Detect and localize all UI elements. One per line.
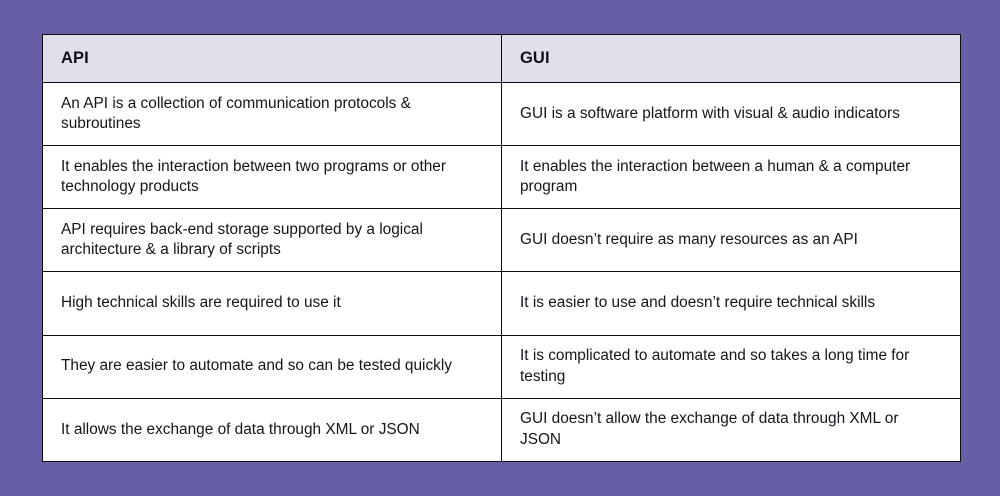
cell-gui: GUI doesn’t require as many resources as…: [501, 208, 961, 273]
cell-api: An API is a collection of communication …: [42, 81, 502, 147]
cell-api: It allows the exchange of data through X…: [42, 397, 502, 463]
table-body: An API is a collection of communication …: [42, 81, 961, 463]
cell-api: API requires back-end storage supported …: [42, 208, 502, 273]
column-header-api: API: [42, 34, 502, 83]
table-header: API GUI: [42, 34, 961, 83]
table-row: High technical skills are required to us…: [42, 271, 961, 336]
table-row: They are easier to automate and so can b…: [42, 334, 961, 399]
cell-text: It is easier to use and doesn’t require …: [520, 294, 876, 312]
cell-text: It enables the interaction between two p…: [61, 157, 446, 196]
table-header-row: API GUI: [42, 34, 961, 83]
cell-text: API requires back-end storage supported …: [61, 220, 423, 259]
cell-gui: It enables the interaction between a hum…: [501, 145, 961, 210]
cell-api: They are easier to automate and so can b…: [42, 334, 502, 399]
cell-text: High technical skills are required to us…: [61, 294, 341, 312]
comparison-table-container: API GUI An API is a collection of commun…: [42, 34, 961, 463]
table-row: API requires back-end storage supported …: [42, 208, 961, 273]
api-vs-gui-comparison-table: API GUI An API is a collection of commun…: [42, 34, 961, 463]
cell-text: GUI doesn’t require as many resources as…: [520, 231, 858, 249]
cell-text: It enables the interaction between a hum…: [520, 157, 911, 196]
cell-api: High technical skills are required to us…: [42, 271, 502, 336]
cell-gui: GUI doesn’t allow the exchange of data t…: [501, 397, 961, 463]
cell-text: An API is a collection of communication …: [61, 94, 411, 133]
cell-gui: It is easier to use and doesn’t require …: [501, 271, 961, 336]
cell-gui: GUI is a software platform with visual &…: [501, 81, 961, 147]
column-header-gui: GUI: [501, 34, 961, 83]
cell-text: GUI doesn’t allow the exchange of data t…: [520, 410, 899, 448]
cell-text: It allows the exchange of data through X…: [61, 420, 420, 438]
cell-text: GUI is a software platform with visual &…: [520, 104, 900, 122]
cell-text: It is complicated to automate and so tak…: [520, 347, 910, 385]
cell-text: They are easier to automate and so can b…: [61, 357, 452, 375]
table-row: An API is a collection of communication …: [42, 81, 961, 147]
table-row: It allows the exchange of data through X…: [42, 397, 961, 463]
cell-gui: It is complicated to automate and so tak…: [501, 334, 961, 399]
table-row: It enables the interaction between two p…: [42, 145, 961, 210]
cell-api: It enables the interaction between two p…: [42, 145, 502, 210]
